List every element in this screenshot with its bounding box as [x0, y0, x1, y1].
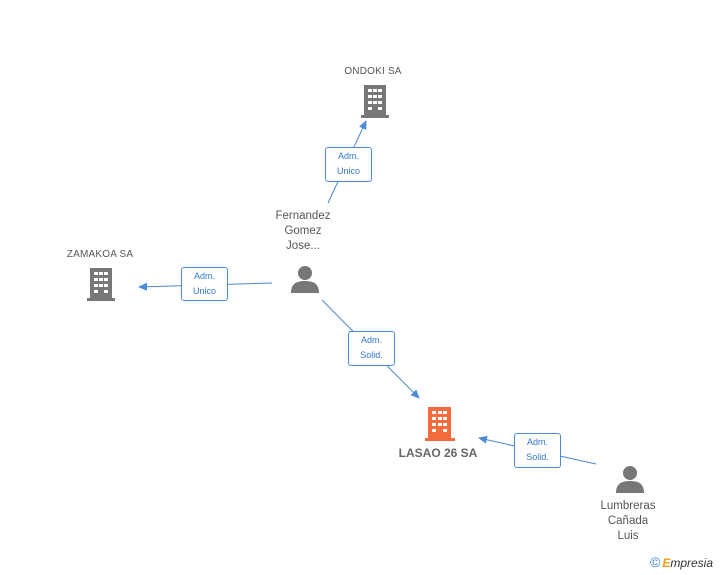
person-icon[interactable] — [291, 266, 319, 293]
building-icon[interactable] — [87, 268, 115, 301]
person-name-line: Jose... — [286, 240, 320, 252]
edge-role-line: Unico — [192, 286, 216, 296]
edge-role-line: Adm. — [337, 151, 359, 161]
person-name-line: Luis — [617, 530, 639, 542]
edge-role-line: Solid. — [526, 452, 549, 462]
person-name-line: Gomez — [284, 225, 322, 237]
building-icon[interactable] — [425, 407, 455, 441]
edge-role-line: Adm. — [193, 271, 215, 281]
copyright-icon: © — [650, 554, 661, 570]
building-icon[interactable] — [361, 85, 389, 118]
edge-role-line: Unico — [336, 166, 360, 176]
brand-name: mpresia — [670, 556, 714, 570]
person-name-line: Cañada — [607, 515, 649, 527]
empresia-watermark: ©Empresia — [650, 554, 713, 570]
edge-label-lumbreras-lasao[interactable]: Adm. Solid. — [514, 433, 561, 468]
person-label-lumbreras[interactable]: Lumbreras Cañada Luis — [588, 499, 668, 544]
person-icon[interactable] — [616, 466, 644, 493]
edge-role-line: Adm. — [526, 437, 548, 447]
edge-label-fernandez-ondoki[interactable]: Adm. Unico — [325, 147, 372, 182]
company-label-ondoki[interactable]: ONDOKI SA — [344, 66, 402, 77]
edge-label-fernandez-zamakoa[interactable]: Adm. Unico — [181, 267, 228, 301]
person-label-fernandez[interactable]: Fernandez Gomez Jose... — [262, 209, 344, 254]
brand-initial: E — [662, 556, 671, 570]
edge-role-line: Solid. — [360, 350, 383, 360]
company-label-zamakoa[interactable]: ZAMAKOA SA — [66, 249, 134, 260]
edge-label-fernandez-lasao[interactable]: Adm. Solid. — [348, 331, 395, 366]
edge-role-line: Adm. — [360, 335, 382, 345]
person-name-line: Lumbreras — [600, 500, 656, 512]
person-name-line: Fernandez — [275, 210, 331, 222]
company-label-lasao[interactable]: LASAO 26 SA — [398, 446, 478, 460]
